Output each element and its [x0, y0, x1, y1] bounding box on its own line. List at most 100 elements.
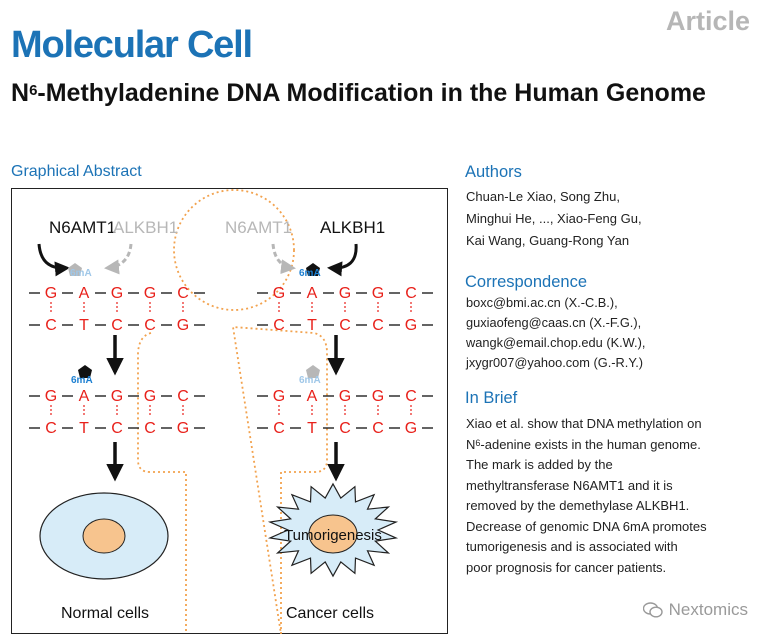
watermark: Nextomics: [642, 600, 748, 620]
enzyme-alkbh1-left-faded: ALKBH1: [113, 218, 178, 237]
dna2-bottom-base: T: [307, 317, 317, 334]
dna3-bottom-base: C: [45, 420, 57, 437]
title-superscript: 6: [29, 82, 38, 99]
brief-line: Decrease of genomic DNA 6mA promotes: [466, 518, 707, 534]
title-prefix: N: [11, 79, 30, 107]
dna3-top-base: A: [79, 388, 90, 405]
dna1-top-base: A: [79, 285, 90, 302]
arrow-n6amt1-faded-right: [271, 243, 296, 275]
email-link[interactable]: jxygr007@yahoo.com (G.-R.Y.): [466, 355, 644, 370]
correspondence-heading: Correspondence: [465, 273, 587, 291]
authors-heading: Authors: [465, 163, 522, 181]
watermark-text: Nextomics: [668, 600, 748, 619]
mark-label-2: 6mA: [299, 268, 321, 279]
dna4-top-base: G: [273, 388, 285, 405]
dna4-top-base: G: [339, 388, 351, 405]
graphical-abstract-heading: Graphical Abstract: [11, 163, 142, 180]
email-link[interactable]: boxc@bmi.ac.cn (X.-C.B.),: [466, 295, 618, 310]
dna4-bottom-base: C: [339, 420, 351, 437]
dna1-bottom-base: C: [45, 317, 57, 334]
author-line: Kai Wang, Guang-Rong Yan: [466, 233, 630, 248]
in-brief-text: Xiao et al. show that DNA methylation on…: [466, 414, 756, 578]
dna3-top-base: C: [177, 388, 189, 405]
dna4-top-base: A: [307, 388, 318, 405]
journal-name: Molecular Cell: [11, 24, 253, 66]
brief-line: N6-adenine exists in the human genome.: [466, 435, 756, 456]
tumorigenesis-label: Tumorigenesis: [284, 527, 382, 544]
dna3-top-base: G: [111, 388, 123, 405]
brief-line: removed by the demethylase ALKBH1.: [466, 498, 690, 513]
methyl-mark-bottom-left: 6mA: [71, 365, 93, 386]
dna4-bottom-base: C: [273, 420, 285, 437]
mark-label-1: 6mA: [70, 268, 92, 279]
brief-line: poor prognosis for cancer patients.: [466, 559, 667, 575]
graphical-abstract-panel: [11, 188, 448, 634]
enzyme-n6amt1-left: N6AMT1: [49, 218, 116, 237]
methyl-mark-faded-bottom-right: 6mA: [299, 365, 321, 386]
mark-label-3: 6mA: [71, 375, 93, 386]
dna1-bottom-base: C: [144, 317, 156, 334]
brief-line: The mark is added by the: [466, 457, 613, 472]
dna4-bottom-base: G: [405, 420, 417, 437]
brief-superscript: 6: [475, 437, 481, 448]
dna3-bottom-base: C: [144, 420, 156, 437]
dna3-bottom-base: C: [111, 420, 123, 437]
cancer-cell: Tumorigenesis: [267, 482, 399, 578]
author-line: Chuan-Le Xiao, Song Zhu,: [466, 189, 620, 204]
silhouette-body: [137, 326, 328, 634]
paper-title: N6-Methyladenine DNA Modification in the…: [11, 78, 751, 108]
arrow-alkbh1-faded-left: [104, 243, 133, 275]
methyl-mark-top-right: 6mA: [299, 263, 321, 279]
dna1-bottom-base: C: [111, 317, 123, 334]
wechat-icon: [642, 602, 663, 618]
correspondence-list: boxc@bmi.ac.cn (X.-C.B.), guxiaofeng@caa…: [466, 293, 756, 373]
dna1-top-base: G: [45, 285, 57, 302]
arrow-n6amt1-adds: [37, 243, 70, 277]
brief-line: Xiao et al. show that DNA methylation on: [466, 416, 702, 431]
dna2-top-base: G: [372, 285, 384, 302]
dna1-bottom-base: T: [79, 317, 89, 334]
title-rest: -Methyladenine DNA Modification in the H…: [37, 79, 706, 107]
cancer-cells-label: Cancer cells: [286, 605, 374, 622]
dna4-bottom-base: T: [307, 420, 317, 437]
mark-label-4: 6mA: [299, 375, 321, 386]
dna2-top-base: G: [273, 285, 285, 302]
methyl-mark-faded-top-left: 6mA: [68, 263, 92, 279]
dna1-bottom-base: G: [177, 317, 189, 334]
dna2-bottom-base: C: [273, 317, 285, 334]
authors-list: Chuan-Le Xiao, Song Zhu, Minghui He, ...…: [466, 186, 756, 252]
human-silhouette: [137, 189, 328, 634]
dna1-top-base: G: [144, 285, 156, 302]
dna3-bottom-base: G: [177, 420, 189, 437]
dna1-top-base: G: [111, 285, 123, 302]
dna4-top-base: C: [405, 388, 417, 405]
author-line: Minghui He, ..., Xiao-Feng Gu,: [466, 211, 642, 226]
dna2-top-base: C: [405, 285, 417, 302]
silhouette-head: [173, 189, 295, 311]
arrow-alkbh1-removes: [327, 243, 358, 277]
brief-line2-rest: -adenine exists in the human genome.: [480, 436, 701, 452]
dna1-top-base: C: [177, 285, 189, 302]
dna2-bottom-base: C: [339, 317, 351, 334]
dna2-bottom-base: C: [372, 317, 384, 334]
in-brief-heading: In Brief: [465, 389, 518, 407]
email-link[interactable]: guxiaofeng@caas.cn (X.-F.G.),: [466, 315, 642, 330]
dna3-bottom-base: T: [79, 420, 89, 437]
dna2-top-base: G: [339, 285, 351, 302]
brief-n: N: [466, 436, 476, 452]
dna3-top-base: G: [144, 388, 156, 405]
dna4-top-base: G: [372, 388, 384, 405]
dna4-bottom-base: C: [372, 420, 384, 437]
dna2-top-base: A: [307, 285, 318, 302]
dna2-bottom-base: G: [405, 317, 417, 334]
normal-cells-label: Normal cells: [61, 605, 149, 622]
brief-line: methyltransferase N6AMT1 and it is: [466, 477, 673, 493]
email-link[interactable]: wangk@email.chop.edu (K.W.),: [466, 335, 646, 350]
article-label: Article: [665, 6, 750, 36]
normal-cell: [39, 492, 169, 580]
